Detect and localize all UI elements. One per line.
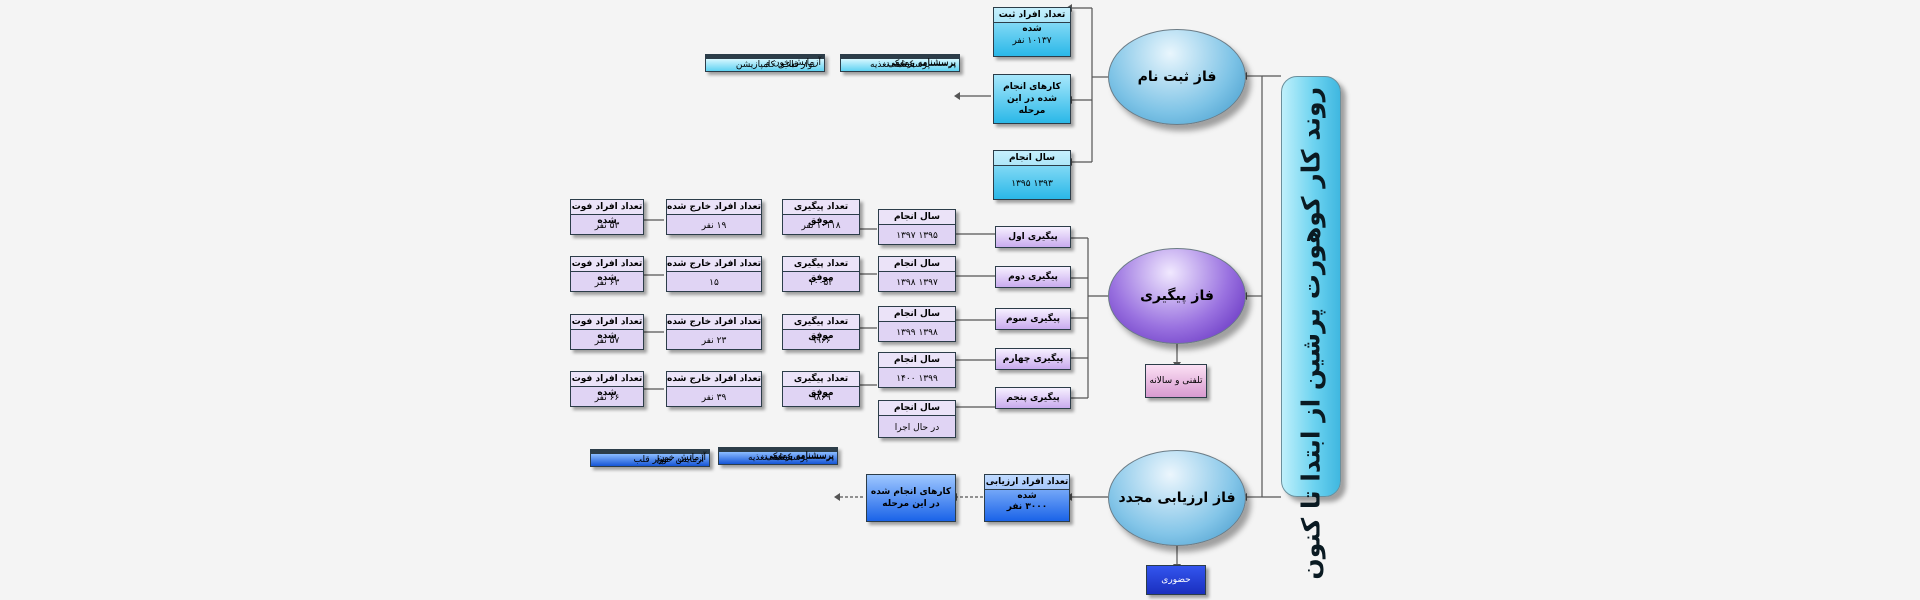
questionnaire-nutrition: پرسشنامه تغذیه <box>840 58 960 72</box>
followup-1-year-box: سال انجام ۱۳۹۵ ۱۳۹۷ <box>878 209 956 245</box>
reassessment-questionnaire-stack: پرسشنامه عمومی پرسشنامه پزشکی پرسشنامه ت… <box>718 447 838 547</box>
reassessment-tests-stack: آزمایش خون آزمایش خون نوار قلب <box>590 449 710 549</box>
reassessed-count-box: تعداد افراد ارزیابی شده ۳۰۰۰ نفر <box>984 474 1070 522</box>
test-body-composition: بادی کامپازیشن <box>705 58 825 72</box>
registration-questionnaire-stack: پرسشنامه عمومی پرسشنامه پزشکی پرسشنامه ت… <box>840 54 960 154</box>
registered-count-value: ۱۰۱۳۷ نفر <box>1012 35 1052 46</box>
questionnaire-general: پرسشنامه عمومی <box>840 54 960 68</box>
phase-reassessment: فاز ارزیابی مجدد <box>1108 450 1246 546</box>
questionnaire-general: پرسشنامه عمومی <box>718 447 838 461</box>
followup-4-success-box: تعداد پیگیری موفق ۹۸۶۹ <box>782 371 860 407</box>
followup-2-success-box: تعداد پیگیری موفق ۱۰۰۵۲ <box>782 256 860 292</box>
followup-4-exit-box: تعداد افراد خارج شده ۳۹ نفر <box>666 371 762 407</box>
followup-3-dead-box: تعداد افراد فوت شده ۵۷ نفر <box>570 314 644 350</box>
followup-method-box: تلفنی و سالانه <box>1145 364 1207 398</box>
registration-tests-stack: آزمایش خون و نوار قلب بادی کامپازیشن <box>705 54 825 154</box>
followup-1-label: پیگیری اول <box>995 226 1071 248</box>
followup-2-label: پیگیری دوم <box>995 266 1071 288</box>
questionnaire-medical: پرسشنامه پزشکی <box>840 56 960 69</box>
phase-followup: فاز پیگیری <box>1108 248 1246 344</box>
reassessment-method-box: حضوری <box>1146 565 1206 595</box>
diagram-title: روند کار کوهورت پرشین از ابتدا تا کنون <box>1281 76 1341 579</box>
test-blood: آزمایش خون <box>590 449 710 463</box>
registration-year-value: ۱۳۹۳ ۱۳۹۵ <box>1011 178 1053 189</box>
followup-2-exit-box: تعداد افراد خارج شده ۱۵ <box>666 256 762 292</box>
followup-4-year-box: سال انجام ۱۳۹۹ ۱۴۰۰ <box>878 352 956 388</box>
registration-year-box: سال انجام ۱۳۹۳ ۱۳۹۵ <box>993 150 1071 200</box>
questionnaire-nutrition: پرسشنامه تغذیه <box>718 451 838 465</box>
test-ecg: نوار قلب <box>705 56 825 70</box>
followup-3-year-box: سال انجام ۱۳۹۸ ۱۳۹۹ <box>878 306 956 342</box>
followup-4-dead-box: تعداد افراد فوت شده ۶۶ نفر <box>570 371 644 407</box>
registration-year-label: سال انجام <box>994 151 1070 166</box>
phase-registration: فاز ثبت نام <box>1108 29 1246 125</box>
followup-5-year-box: سال انجام در حال اجرا <box>878 400 956 438</box>
questionnaire-medical: پرسشنامه پزشکی <box>718 449 838 462</box>
test-blood: آزمایش خون و <box>705 54 825 68</box>
followup-2-dead-box: تعداد افراد فوت شده ۶۳ نفر <box>570 256 644 292</box>
reassessment-tasks-box: کارهای انجام شده در این مرحله <box>866 474 956 522</box>
followup-3-exit-box: تعداد افراد خارج شده ۲۳ نفر <box>666 314 762 350</box>
registered-count-box: تعداد افراد ثبت شده ۱۰۱۳۷ نفر <box>993 7 1071 57</box>
followup-3-label: پیگیری سوم <box>995 308 1071 330</box>
followup-2-year-box: سال انجام ۱۳۹۷ ۱۳۹۸ <box>878 256 956 292</box>
registration-tasks-box: کارهای انجام شده در این مرحله <box>993 74 1071 124</box>
test-placeholder: آزمایش خون <box>590 451 710 465</box>
followup-1-dead-box: تعداد افراد فوت شده ۵۳ نفر <box>570 199 644 235</box>
followup-1-success-box: تعداد پیگیری موفق ۱۰۱۱۸ نفر <box>782 199 860 235</box>
followup-3-success-box: تعداد پیگیری موفق ۹۹۶۶ <box>782 314 860 350</box>
registered-count-label: تعداد افراد ثبت شده <box>994 8 1070 34</box>
followup-1-exit-box: تعداد افراد خارج شده ۱۹ نفر <box>666 199 762 235</box>
followup-4-label: پیگیری چهارم <box>995 348 1071 370</box>
test-ecg: نوار قلب <box>590 453 710 467</box>
followup-5-label: پیگیری پنجم <box>995 387 1071 409</box>
